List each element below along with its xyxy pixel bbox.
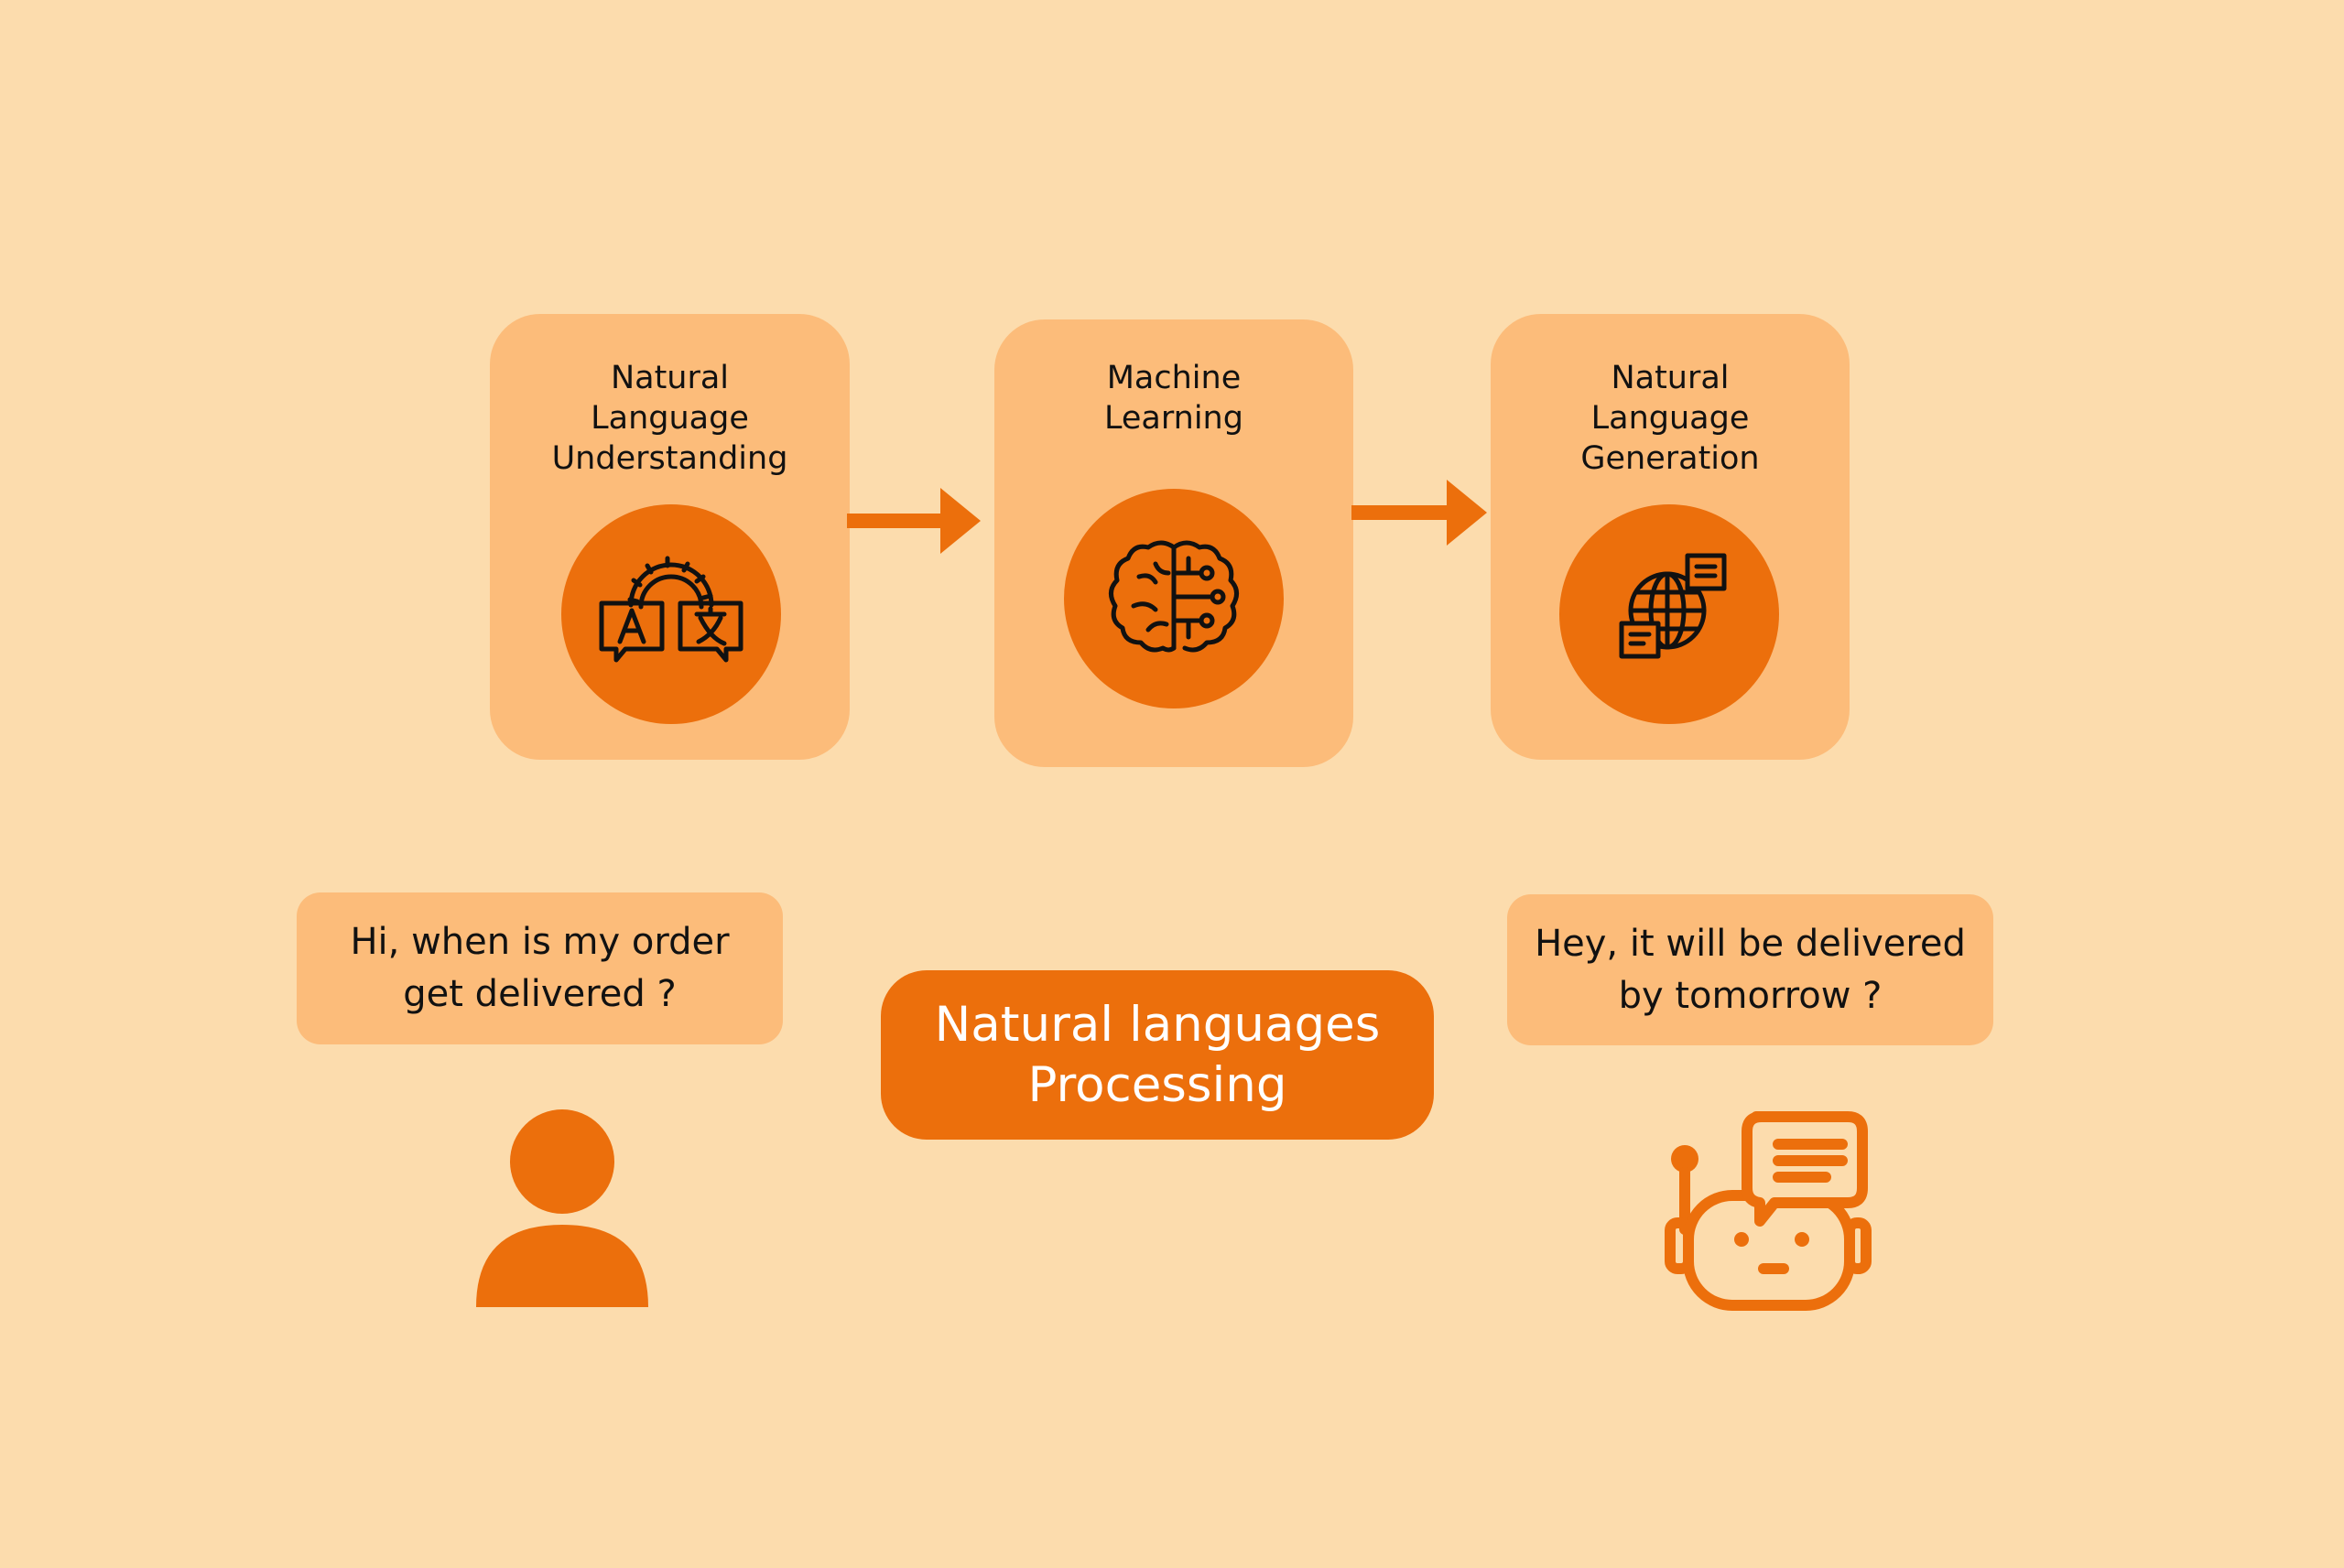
- brain-circuit-icon: [1064, 489, 1284, 708]
- stage-nlg-title: Natural Language Generation: [1580, 360, 1760, 477]
- stage-nlu-box: Natural Language Understanding: [490, 314, 850, 760]
- arrow-ml-to-nlg: [1351, 480, 1487, 546]
- stage-ml-box: Machine Learning: [994, 319, 1353, 767]
- bot-message-bubble: Hey, it will be delivered by tomorrow ?: [1507, 894, 1993, 1045]
- translate-gear-icon: [561, 504, 781, 724]
- chatbot-icon: [1665, 1111, 1872, 1311]
- globe-documents-icon: [1559, 504, 1779, 724]
- user-icon: [476, 1109, 648, 1307]
- nlp-label: Natural languages Processing: [881, 970, 1434, 1140]
- stage-nlu-title: Natural Language Understanding: [551, 360, 788, 477]
- stage-nlg-box: Natural Language Generation: [1491, 314, 1850, 760]
- stage-ml-title: Machine Learning: [1104, 360, 1243, 437]
- user-message-bubble: Hi, when is my order get delivered ?: [297, 892, 783, 1044]
- arrow-nlu-to-ml: [847, 488, 981, 554]
